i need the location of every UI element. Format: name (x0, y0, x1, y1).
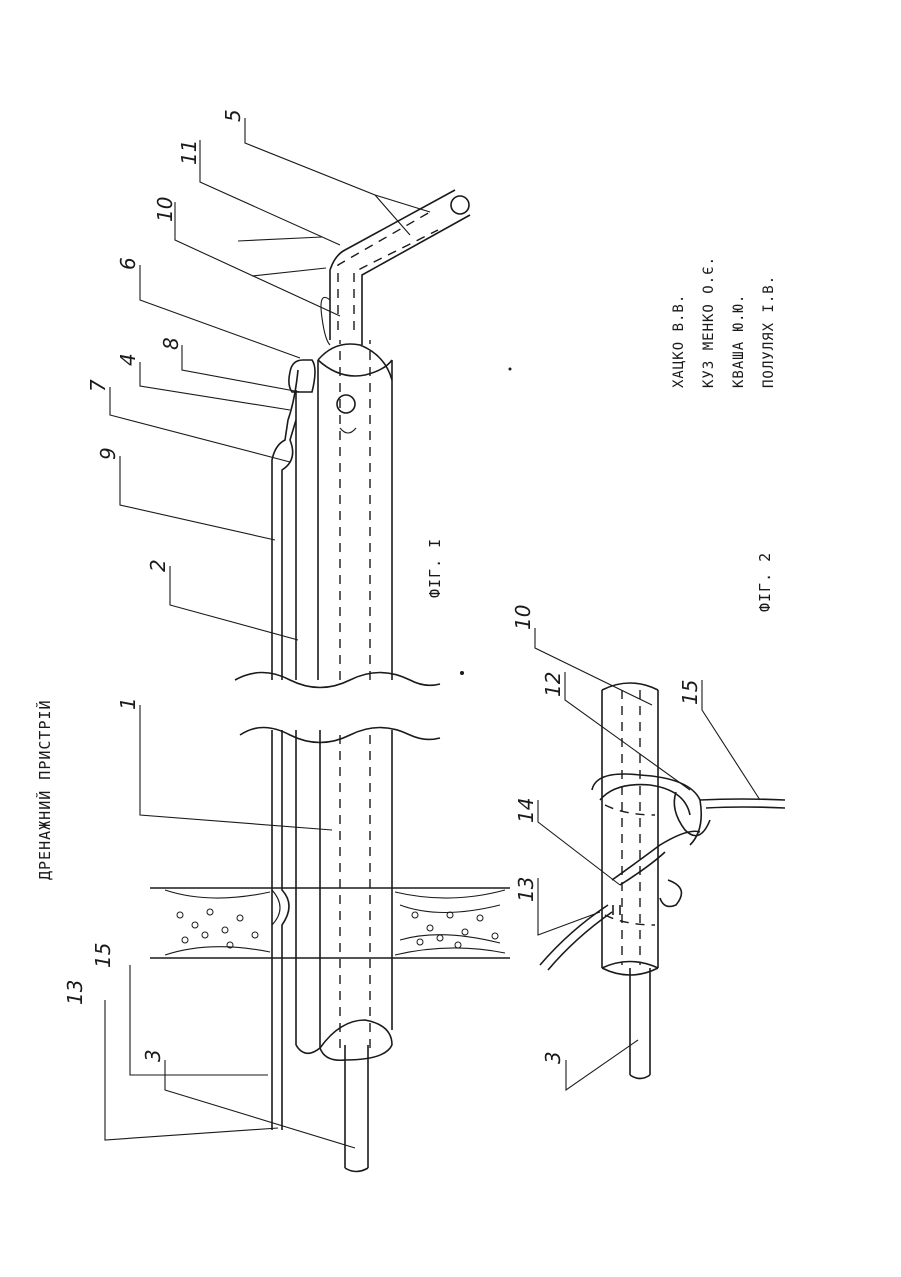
label-3-fig2: 3 (541, 1051, 565, 1064)
fig2-numbers: 3 13 14 12 15 10 (511, 605, 702, 1064)
label-7: 7 (86, 379, 110, 392)
label-2: 2 (146, 559, 170, 572)
fig2-drawing (540, 683, 785, 1079)
fig1-caption: ФІГ. І (426, 538, 444, 598)
tube-upper-segment (272, 190, 470, 680)
authors-block: ХАЦКО В.В. КУЗ МЕНКО О.Є. КВАША Ю.Ю. ПОЛ… (671, 256, 777, 388)
label-11: 11 (177, 140, 201, 165)
break-line-upper (235, 673, 440, 688)
label-15-fig2: 15 (678, 680, 702, 705)
label-1: 1 (116, 697, 140, 710)
label-4: 4 (116, 353, 140, 366)
tube-lower-segment (272, 730, 392, 1172)
author-4: ПОЛУЛЯХ І.В. (761, 275, 777, 388)
scan-speck (509, 368, 512, 371)
label-13-fig2: 13 (514, 877, 538, 902)
fig2-leaders (535, 628, 760, 1090)
label-14-fig2: 14 (514, 798, 538, 823)
scan-speck (460, 671, 464, 675)
label-5: 5 (221, 109, 245, 122)
label-12-fig2: 12 (541, 672, 565, 697)
tissue-layer (150, 888, 510, 958)
fig1-leaders (105, 118, 430, 1148)
author-1: ХАЦКО В.В. (671, 294, 687, 388)
label-3: 3 (141, 1049, 165, 1062)
label-13: 13 (63, 980, 87, 1005)
label-9: 9 (96, 447, 120, 460)
label-15: 15 (91, 943, 115, 968)
fig1-drawing (150, 190, 510, 1172)
fig1-numbers: 13 15 3 1 2 9 7 4 8 6 10 11 5 (63, 109, 245, 1062)
label-8: 8 (159, 337, 183, 350)
author-3: КВАША Ю.Ю. (731, 294, 747, 388)
author-2: КУЗ МЕНКО О.Є. (701, 256, 717, 388)
title-text: ДРЕНАЖНИЙ ПРИСТРІЙ (35, 699, 54, 880)
label-10: 10 (153, 197, 177, 222)
label-10-fig2: 10 (511, 605, 535, 630)
label-6: 6 (116, 257, 140, 270)
fig2-caption: ФІГ. 2 (756, 552, 774, 612)
